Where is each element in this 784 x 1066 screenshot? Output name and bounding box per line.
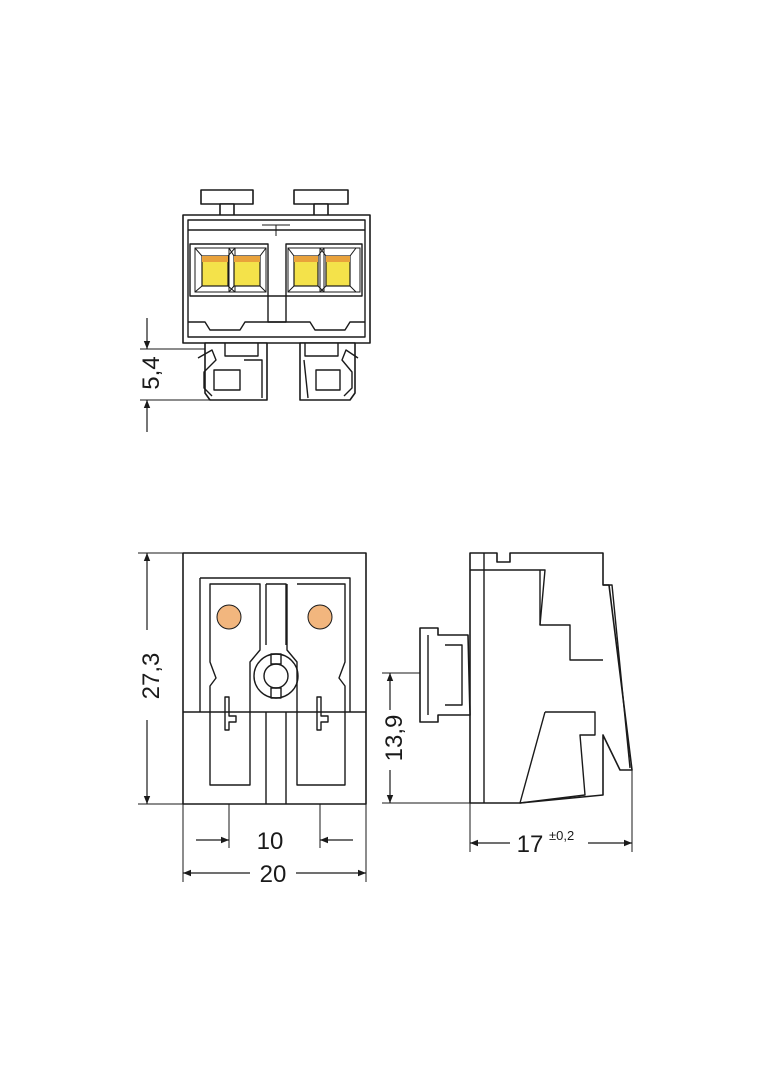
dimension-pin-height: 5,4 [138,318,210,432]
front-view: 27,3 10 20 [138,552,367,888]
dimension-label-13-9: 13,9 [381,715,408,762]
dimension-tolerance: ±0,2 [549,828,574,843]
center-mount [253,653,299,699]
latch-pin-right [299,342,359,401]
dimension-label-17: 17 [517,831,544,858]
clamp-opening-3 [287,247,325,293]
dimension-label-5-4: 5,4 [138,356,165,389]
clamp-opening-2 [228,247,267,293]
dimension-depth: 17 ±0,2 [469,770,633,858]
housing-top-body [182,214,371,344]
latch-pin-left [197,342,268,401]
contact-right [286,583,346,786]
clamp-opening-4 [319,247,361,293]
dimension-side-pin: 13,9 [381,672,470,804]
dimension-label-20: 20 [260,861,287,888]
dimension-label-10: 10 [257,828,284,855]
side-view: 13,9 17 ±0,2 [381,552,633,858]
dimension-height: 27,3 [138,552,183,805]
clamp-opening-1 [194,247,236,293]
contact-left [209,583,261,786]
latch-pin-side [419,627,471,723]
dimension-pitch: 10 [196,804,353,855]
housing-front-body [182,552,367,805]
dimension-width: 20 [182,804,367,888]
top-view: 5,4 [138,189,371,432]
dimension-label-27-3: 27,3 [138,653,165,700]
housing-side-body [469,552,633,804]
indicator-led-left [216,604,242,630]
indicator-led-right [307,604,333,630]
